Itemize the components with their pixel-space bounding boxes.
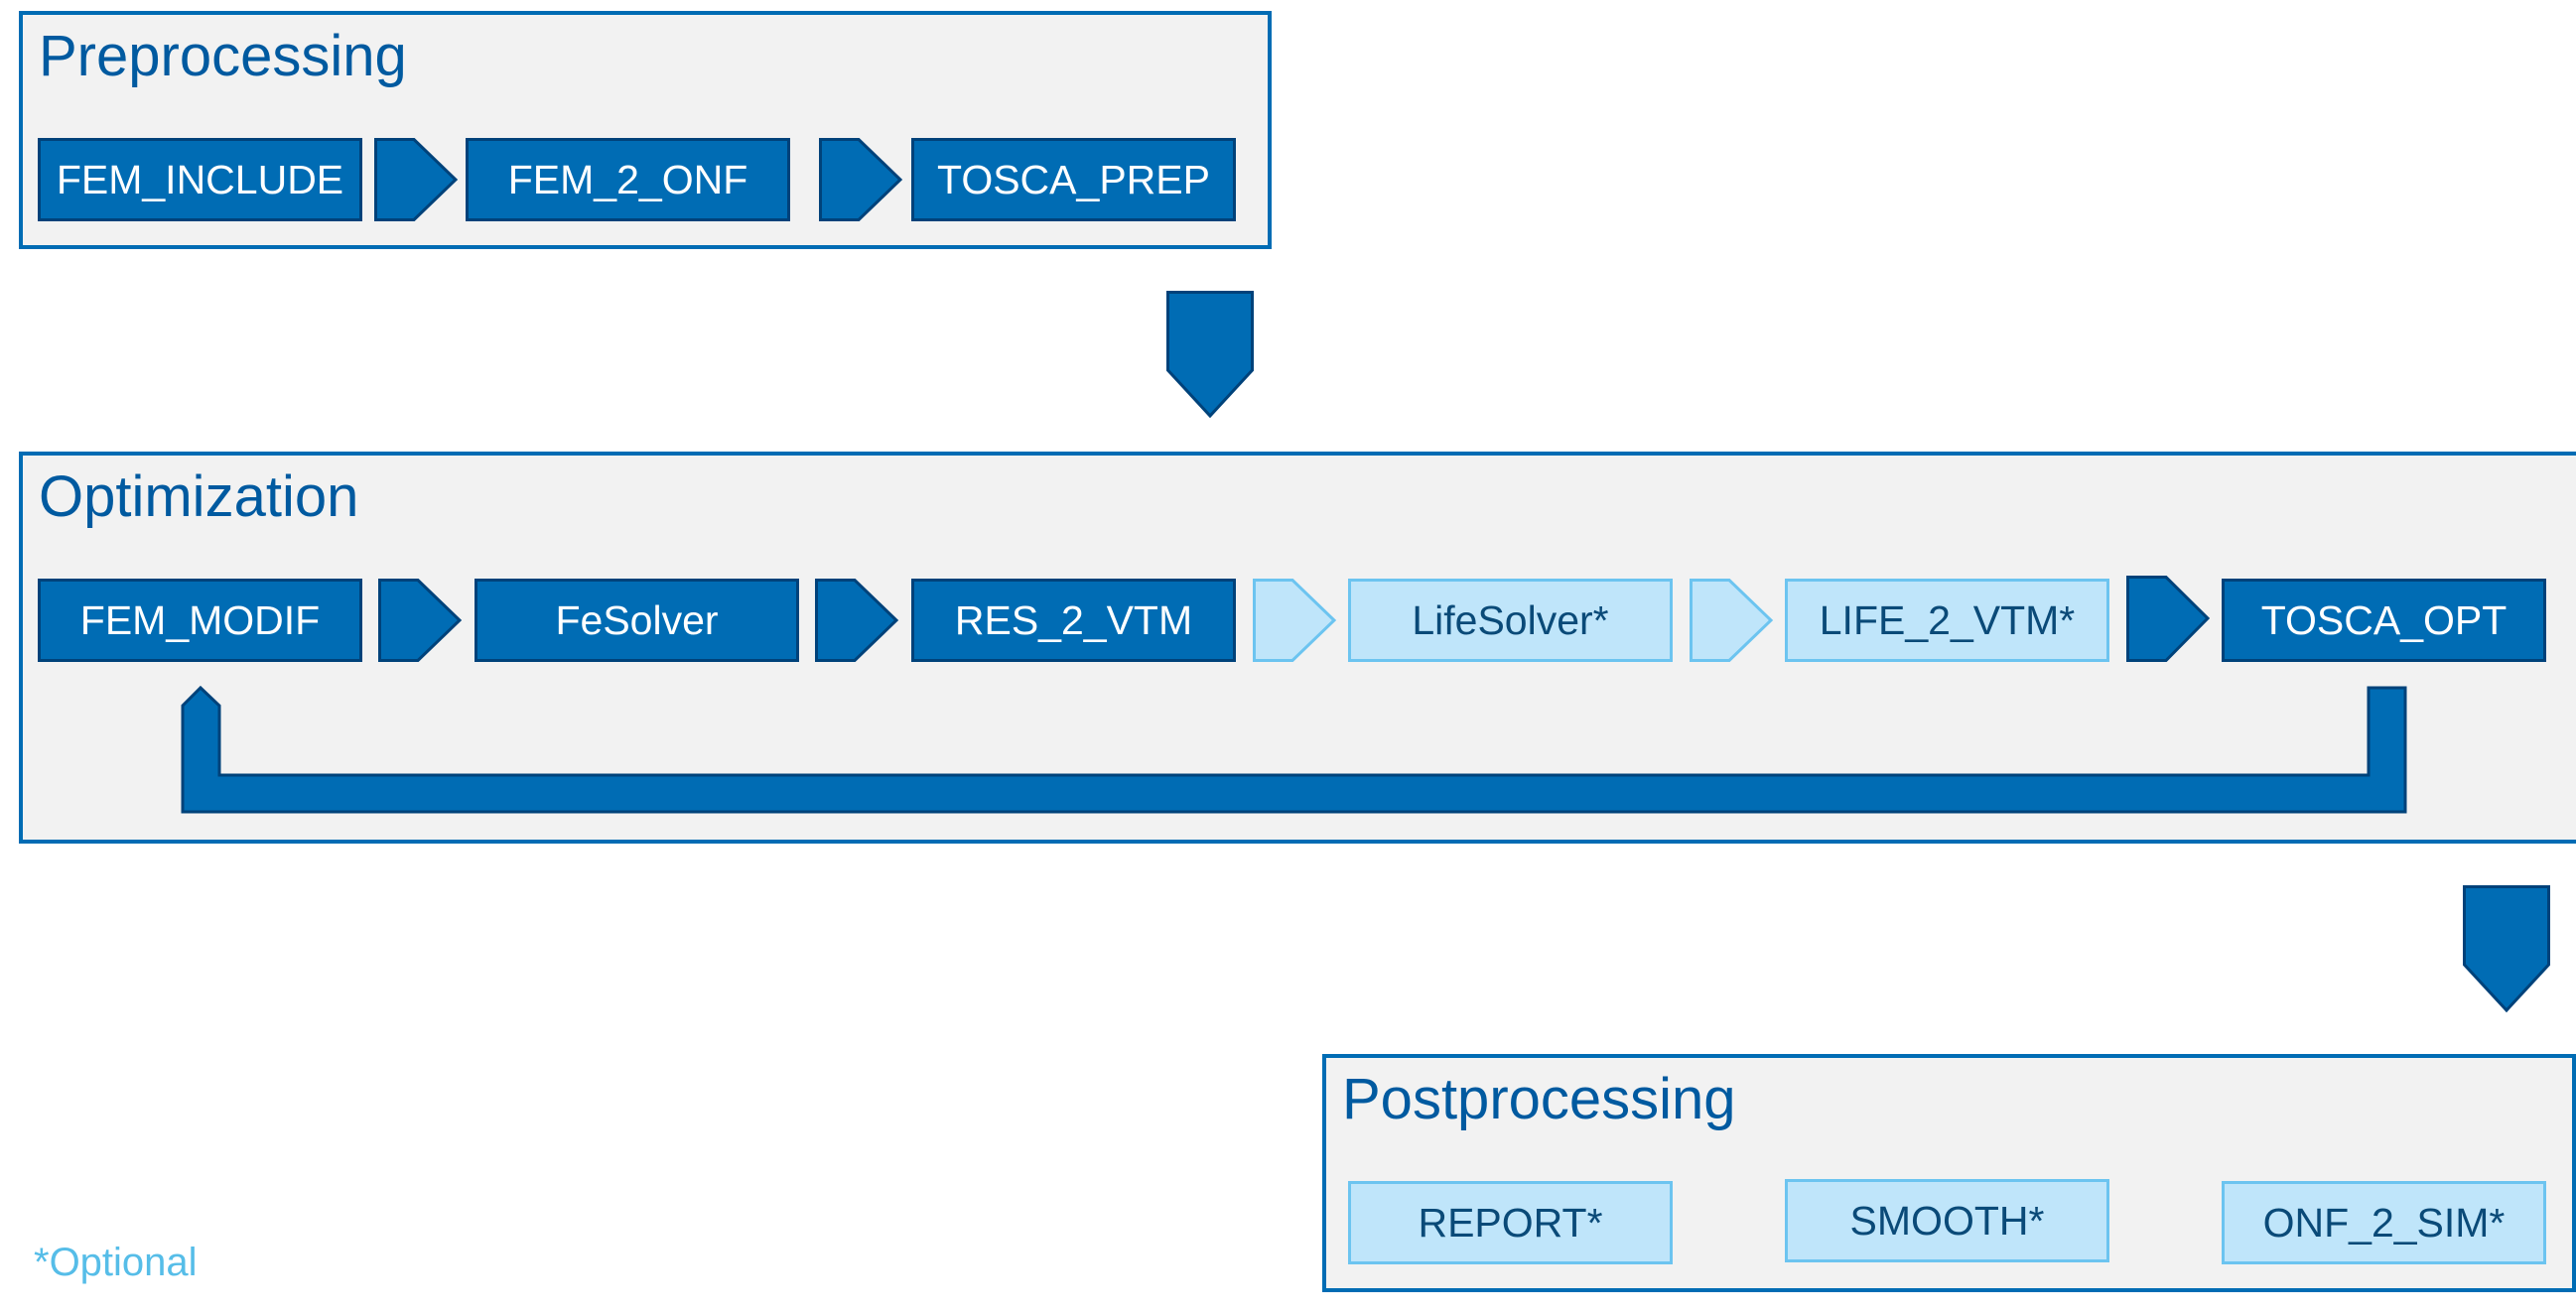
arrow-down-icon — [1166, 291, 1254, 419]
step-res-2-vtm: RES_2_VTM — [911, 579, 1236, 662]
optional-footnote: *Optional — [34, 1241, 198, 1284]
step-report: REPORT* — [1348, 1181, 1673, 1264]
step-fem-include: FEM_INCLUDE — [38, 138, 362, 221]
arrow-right-icon — [378, 579, 463, 662]
step-fesolver: FeSolver — [475, 579, 799, 662]
loop-back-connector — [181, 685, 2407, 814]
preprocessing-title: Preprocessing — [39, 24, 407, 88]
step-life-2-vtm: LIFE_2_VTM* — [1785, 579, 2109, 662]
step-tosca-prep: TOSCA_PREP — [911, 138, 1236, 221]
arrow-right-light-icon — [1690, 579, 1774, 662]
step-tosca-opt: TOSCA_OPT — [2222, 579, 2546, 662]
postprocessing-title: Postprocessing — [1342, 1067, 1736, 1131]
arrow-down-icon — [2463, 885, 2550, 1013]
step-lifesolver: LifeSolver* — [1348, 579, 1673, 662]
arrow-right-icon — [2126, 576, 2211, 662]
arrow-right-icon — [819, 138, 903, 221]
step-smooth: SMOOTH* — [1785, 1179, 2109, 1262]
step-fem-modif: FEM_MODIF — [38, 579, 362, 662]
arrow-right-light-icon — [1253, 579, 1337, 662]
step-fem-2-onf: FEM_2_ONF — [466, 138, 790, 221]
arrow-right-icon — [815, 579, 899, 662]
step-onf-2-sim: ONF_2_SIM* — [2222, 1181, 2546, 1264]
optimization-title: Optimization — [39, 464, 359, 529]
arrow-right-icon — [374, 138, 459, 221]
